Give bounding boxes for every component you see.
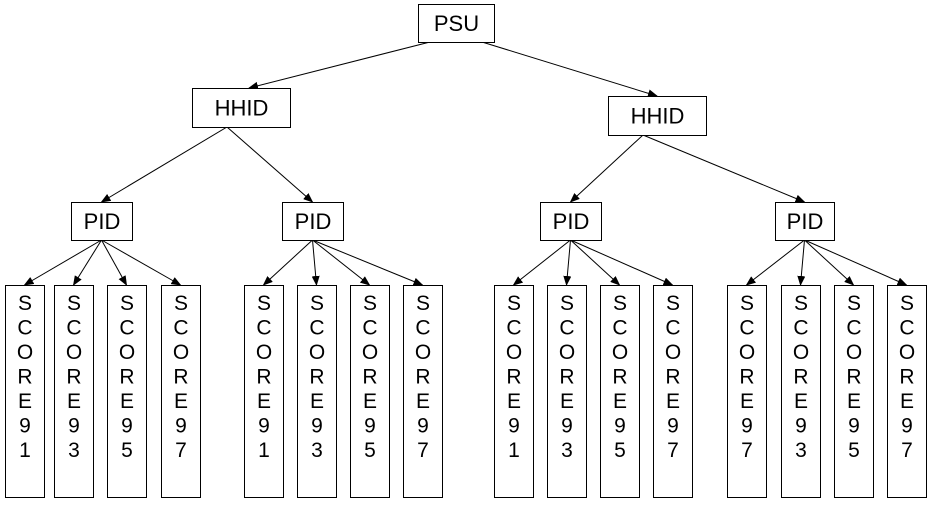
- hhid-node-1-box: [192, 88, 291, 128]
- score-node-2-3-box: [350, 285, 390, 498]
- score-node-4-1-box: [727, 285, 767, 498]
- pid-node-3-box: [540, 202, 602, 241]
- edge-pid-to-score-3-3: [570, 239, 621, 286]
- edge-pid-to-score-2-3: [312, 239, 371, 286]
- score-node-1-4-box: [161, 285, 201, 498]
- edge-psu-to-hhid-1: [248, 41, 431, 90]
- score-node-2-1-box: [244, 285, 284, 498]
- edge-pid-to-score-4-3: [804, 239, 855, 286]
- score-node-3-4-box: [653, 285, 693, 498]
- score-node-2-2-box: [297, 285, 337, 498]
- edge-pid-to-score-4-2: [797, 239, 806, 286]
- score-node-4-3-box: [834, 285, 874, 498]
- hhid-node-1-label: HHID: [215, 96, 269, 121]
- score-node-1-1-box: [5, 285, 45, 498]
- score-node-3-3-box: [600, 285, 640, 498]
- pid-node-2-box: [282, 202, 344, 241]
- pid-node-2-label: PID: [295, 209, 332, 234]
- score-node-3-1-box: [494, 285, 534, 498]
- pid-node-3-label: PID: [553, 209, 590, 234]
- edge-pid-to-score-2-2: [311, 239, 320, 286]
- hhid-node-2-label: HHID: [631, 104, 685, 129]
- edge-pid-to-score-1-3: [101, 239, 127, 286]
- pid-node-2: PID: [282, 202, 344, 241]
- score-node-1-2-box: [54, 285, 94, 498]
- pid-node-3: PID: [540, 202, 602, 241]
- hhid-node-1: HHID: [192, 88, 291, 128]
- edge-hhid-to-pid-2: [226, 126, 314, 203]
- edge-pid-to-score-2-1: [262, 239, 313, 286]
- edge-pid-to-score-1-2: [72, 239, 102, 286]
- score-node-1-3-box: [107, 285, 147, 498]
- edge-pid-to-score-1-1: [23, 239, 102, 286]
- edge-pid-to-score-3-2: [563, 239, 572, 286]
- root-psu-label: PSU: [434, 11, 479, 36]
- pid-node-1-label: PID: [84, 209, 121, 234]
- pid-node-1-box: [71, 202, 133, 241]
- edges-layer: [23, 41, 908, 286]
- pid-node-1: PID: [71, 202, 133, 241]
- score-node-2-4-box: [403, 285, 443, 498]
- pid-node-4-box: [775, 202, 835, 241]
- edge-pid-to-score-1-4: [101, 239, 182, 286]
- edge-pid-to-score-4-4: [804, 239, 908, 286]
- edge-pid-to-score-3-1: [512, 239, 571, 286]
- edge-pid-to-score-3-4: [570, 239, 674, 286]
- edge-hhid-to-pid-3: [569, 134, 644, 203]
- edge-psu-to-hhid-2: [481, 41, 658, 98]
- hhid-node-2-box: [608, 96, 707, 136]
- hhid-node-2: HHID: [608, 96, 707, 136]
- edge-hhid-to-pid-4: [642, 134, 806, 203]
- root-psu: PSU: [418, 4, 495, 43]
- pid-node-4: PID: [775, 202, 835, 241]
- edge-hhid-to-pid-1: [100, 126, 228, 203]
- score-node-4-4-box: [887, 285, 927, 498]
- pid-node-4-label: PID: [787, 209, 824, 234]
- score-node-3-2-box: [547, 285, 587, 498]
- edge-pid-to-score-2-4: [312, 239, 424, 286]
- root-psu-box: [418, 4, 495, 43]
- score-node-4-2-box: [781, 285, 821, 498]
- edge-pid-to-score-4-1: [745, 239, 805, 286]
